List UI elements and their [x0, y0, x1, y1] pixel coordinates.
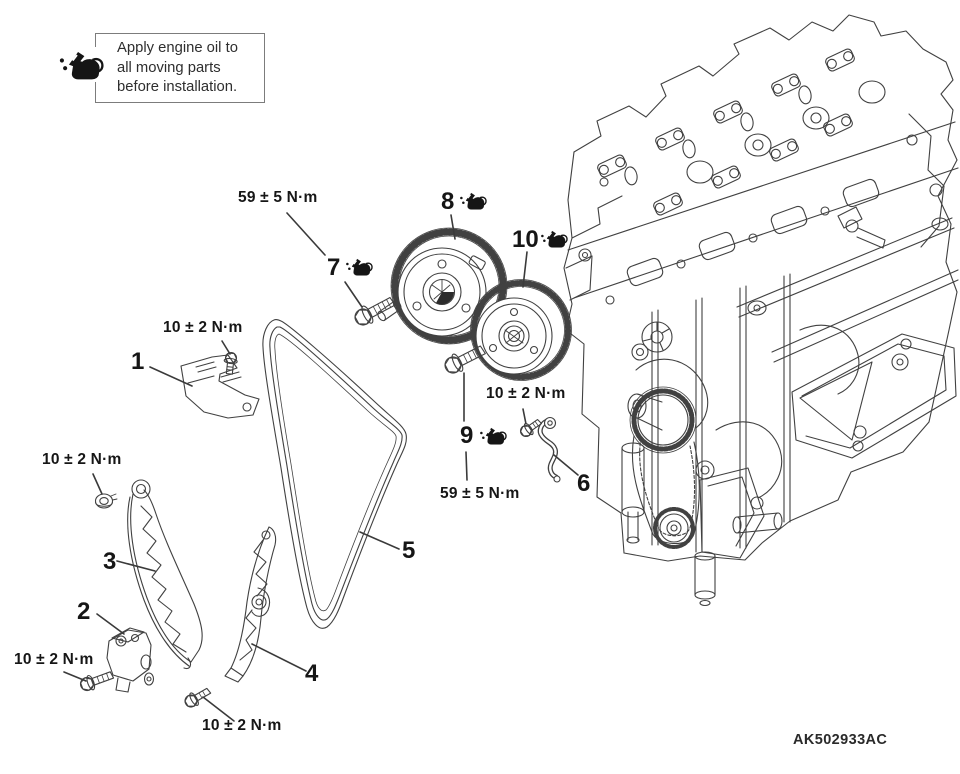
part-4-chain-guide	[224, 526, 277, 683]
callout-10: 10	[512, 226, 539, 253]
oil-note-box	[95, 33, 265, 103]
bolt-part6	[519, 418, 543, 438]
water-pump-pulley	[641, 321, 673, 353]
callout-8: 8	[441, 188, 455, 215]
part-10-sprocket	[470, 279, 572, 381]
part-1-bracket	[180, 354, 260, 419]
callout-5: 5	[402, 537, 416, 564]
note-line-3: before installation.	[117, 79, 238, 95]
nut-guide3	[94, 493, 118, 509]
dowel-pin	[377, 300, 402, 322]
callout-6: 6	[577, 470, 591, 497]
engine-assembly	[563, 14, 959, 607]
part-6-lever	[537, 416, 561, 483]
torque-label-59-top: 59 ± 5 N·m	[238, 189, 318, 206]
callout-9: 9	[460, 422, 474, 449]
intake-ports	[626, 178, 880, 287]
callout-2: 2	[77, 598, 91, 625]
callout-4: 4	[305, 660, 319, 687]
oil-can-icon	[345, 256, 373, 277]
bolt-bottom-left	[79, 671, 115, 692]
torque-label-10-part6: 10 ± 2 N·m	[486, 385, 566, 402]
torque-label-10-bottom-left: 10 ± 2 N·m	[14, 651, 94, 668]
bolt-7	[354, 296, 396, 326]
note-line-2: all moving parts	[117, 59, 221, 76]
crank-sprocket-chain	[621, 386, 783, 607]
bolt-9	[444, 345, 486, 374]
figure-code: AK502933AC	[793, 732, 888, 748]
torque-label-10-part1: 10 ± 2 N·m	[163, 319, 243, 336]
mount-bracket	[736, 217, 959, 459]
callout-1: 1	[131, 348, 145, 375]
bolt-bottom-mid	[184, 687, 212, 708]
note-line-1: Apply engine oil to	[117, 40, 238, 56]
callout-7: 7	[327, 254, 341, 281]
part-3-chain-guide	[127, 479, 203, 669]
oil-can-icon	[540, 228, 568, 249]
oil-note-text: Apply engine oil to all moving parts bef…	[117, 39, 238, 98]
torque-label-59-bottom: 59 ± 5 N·m	[440, 485, 520, 502]
oil-can-icon	[459, 190, 487, 211]
leader-lines	[63, 212, 579, 722]
torque-label-10-guide3: 10 ± 2 N·m	[42, 451, 122, 468]
oil-can-icon	[479, 425, 507, 446]
oil-can-icon	[58, 47, 104, 82]
part-5-timing-chain	[262, 319, 407, 629]
callout-3: 3	[103, 548, 117, 575]
torque-label-10-bottom-mid: 10 ± 2 N·m	[202, 717, 282, 734]
camshaft-caps	[597, 48, 855, 216]
part-2-tensioner	[106, 627, 155, 693]
